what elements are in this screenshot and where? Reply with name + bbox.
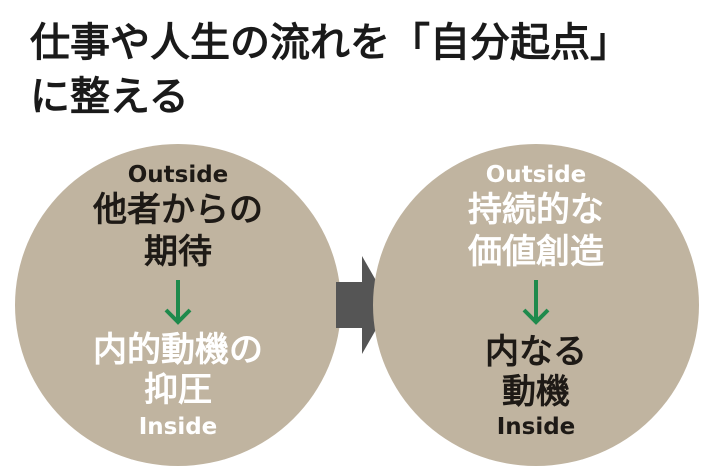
inside-label: Inside xyxy=(496,414,576,440)
green-down-arrow-icon xyxy=(164,280,192,325)
bottom-text-line-1: 内的動機の xyxy=(93,330,263,370)
outside-label: Outside xyxy=(127,162,229,188)
top-text-line-1: 持続的な xyxy=(468,190,604,230)
big-right-arrow-icon xyxy=(336,256,390,354)
title-line-2: に整える xyxy=(30,74,189,120)
bottom-text-line-1: 内なる xyxy=(485,332,587,372)
top-text-line-2: 期待 xyxy=(144,232,212,272)
inside-label: Inside xyxy=(138,414,218,440)
bottom-text-line-2: 抑圧 xyxy=(144,370,212,410)
top-text-line-1: 他者からの xyxy=(93,190,263,230)
bottom-text-line-2: 動機 xyxy=(502,372,570,412)
left-circle: Outside 他者からの 期待 内的動機の 抑圧 Inside xyxy=(15,144,341,466)
green-down-arrow-icon xyxy=(522,280,550,325)
outside-label: Outside xyxy=(485,162,587,188)
top-text-line-2: 価値創造 xyxy=(468,232,604,272)
right-circle: Outside 持続的な 価値創造 内なる 動機 Inside xyxy=(373,144,699,466)
title-line-1: 仕事や人生の流れを「自分起点」 xyxy=(30,20,630,66)
